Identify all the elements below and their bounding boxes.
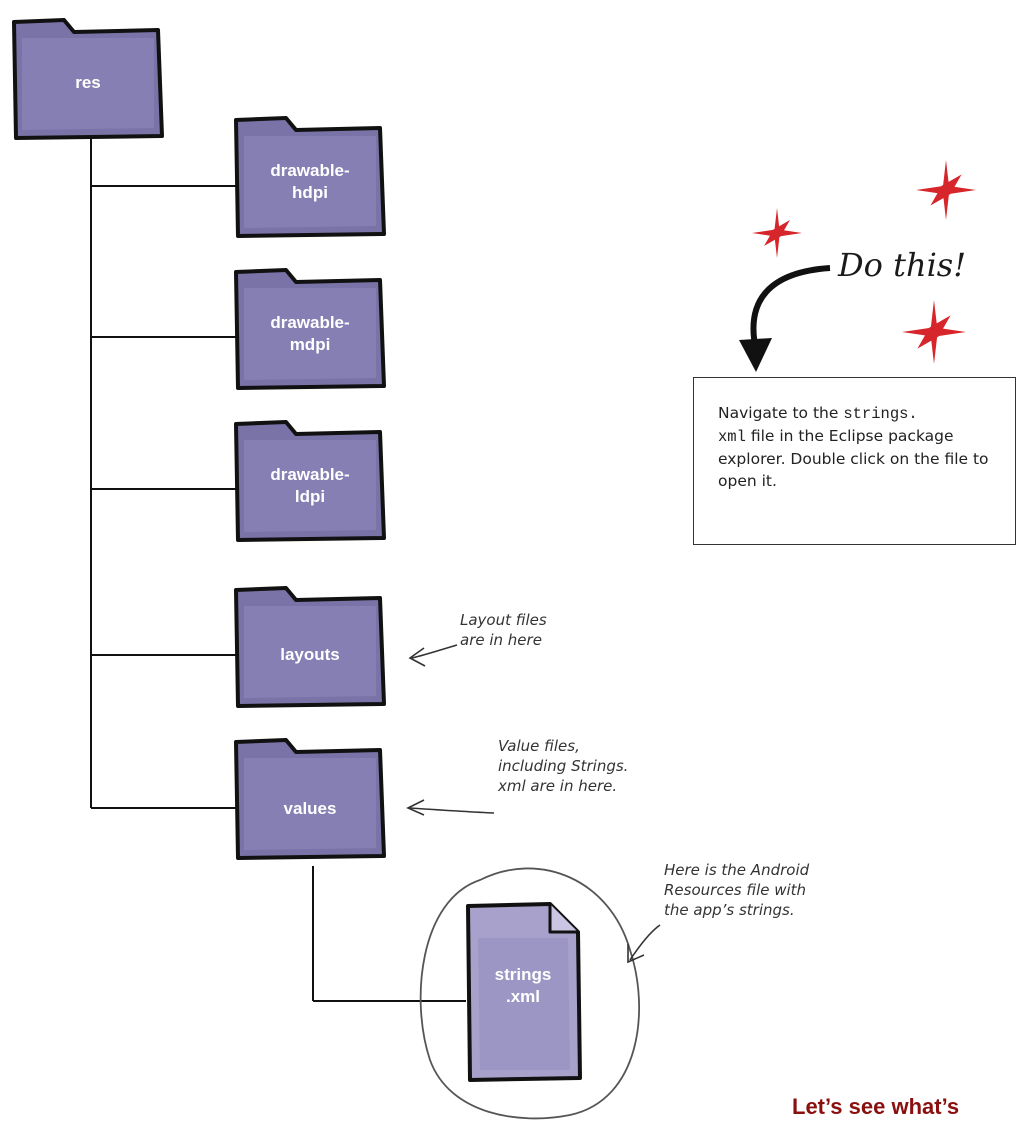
folder-values[interactable]: values xyxy=(230,728,390,868)
folder-label: values xyxy=(283,799,337,818)
folder-layouts[interactable]: layouts xyxy=(230,576,390,716)
folder-icon xyxy=(234,586,386,708)
instruction-box: Navigate to the strings. xml file in the … xyxy=(693,377,1016,545)
instruction-text: Navigate to the xyxy=(718,404,844,422)
note-line: including Strings. xyxy=(498,757,629,775)
sparkle-star-icon xyxy=(916,160,976,220)
instruction-text: file in the Eclipse package explorer. Do… xyxy=(718,427,989,490)
file-label-line2: .xml xyxy=(505,987,541,1006)
folder-drawable-mdpi[interactable]: drawable- mdpi xyxy=(230,258,390,398)
note-line: xml are in here. xyxy=(498,777,618,795)
do-this-label: Do this! xyxy=(838,246,967,284)
folder-res[interactable]: res xyxy=(8,8,168,148)
folder-label: drawable- mdpi xyxy=(270,313,350,354)
folder-icon xyxy=(234,420,386,542)
note-line: Here is the Android xyxy=(664,861,810,879)
note-line: Value files, xyxy=(498,737,580,755)
instruction-code: strings. xyxy=(843,405,918,423)
folder-icon xyxy=(234,268,386,390)
note-strings: Here is the Android Resources file with … xyxy=(664,860,809,920)
folder-drawable-ldpi[interactable]: drawable- ldpi xyxy=(230,410,390,550)
folder-label: drawable- ldpi xyxy=(270,465,350,506)
sparkle-star-icon xyxy=(902,300,966,364)
note-line: are in here xyxy=(460,631,542,649)
folder-label: res xyxy=(75,73,101,92)
folder-label: layouts xyxy=(280,645,340,664)
folder-drawable-hdpi[interactable]: drawable- hdpi xyxy=(230,106,390,246)
note-line: Layout files xyxy=(460,611,547,629)
folder-label: drawable- hdpi xyxy=(270,161,350,202)
folder-icon xyxy=(234,738,386,860)
file-strings-xml[interactable]: strings .xml xyxy=(458,898,588,1088)
folder-icon xyxy=(234,116,386,238)
instruction-code: xml xyxy=(718,428,746,446)
note-line: the app’s strings. xyxy=(664,901,795,919)
file-label: strings .xml xyxy=(458,964,588,1008)
note-values: Value files, including Strings. xml are … xyxy=(498,736,628,796)
folder-icon xyxy=(12,18,164,140)
document-icon xyxy=(466,902,582,1082)
sparkle-star-icon xyxy=(752,208,802,258)
footer-heading: Let’s see what’s xyxy=(792,1094,960,1119)
note-layouts: Layout files are in here xyxy=(460,610,547,650)
note-line: Resources file with xyxy=(664,881,807,899)
file-label-line1: strings xyxy=(494,965,552,984)
